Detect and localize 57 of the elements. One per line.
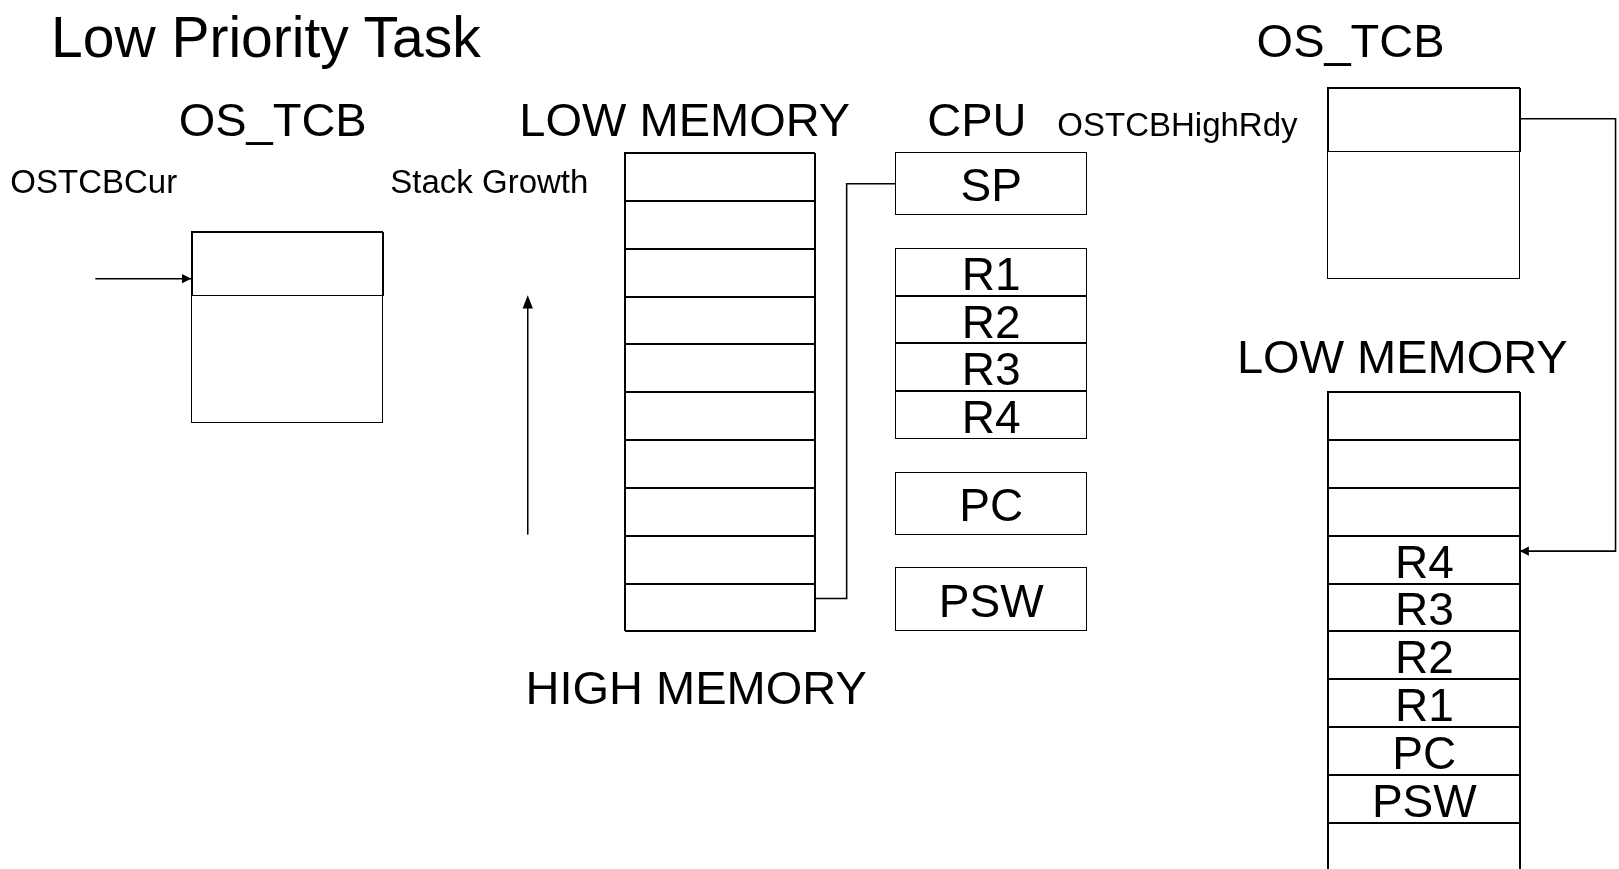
memory-cell — [624, 200, 816, 249]
register-box — [895, 343, 1088, 392]
register-box — [1327, 726, 1521, 775]
diagram-title: Low Priority Task — [51, 4, 481, 71]
memory-cell — [624, 488, 816, 537]
memory-block — [1326, 86, 1520, 279]
arrow — [94, 274, 193, 284]
register-label: R3 — [1394, 582, 1454, 633]
register-box — [1327, 679, 1521, 727]
connector-line — [813, 182, 896, 600]
text-label: HIGH MEMORY — [525, 659, 867, 716]
text-label: OSTCBHighRdy — [1057, 105, 1298, 146]
register-box — [895, 471, 1088, 535]
memory-cell — [624, 248, 816, 297]
memory-cell — [1327, 440, 1521, 488]
register-box — [1327, 774, 1521, 823]
register-box — [895, 247, 1088, 296]
memory-cell — [624, 296, 816, 345]
register-box — [1327, 583, 1521, 632]
memory-cell — [624, 392, 816, 441]
memory-cell — [624, 152, 816, 201]
register-label: R3 — [961, 342, 1021, 393]
memory-cell — [624, 536, 816, 584]
arrow — [1518, 117, 1617, 556]
memory-cell — [624, 440, 816, 489]
register-box — [895, 391, 1088, 439]
memory-block — [1326, 391, 1520, 869]
memory-cell — [1327, 392, 1521, 441]
memory-cell — [624, 583, 816, 632]
memory-cell — [624, 344, 816, 393]
register-label: R2 — [1394, 630, 1454, 681]
register-label: PSW — [1371, 773, 1477, 824]
memory-cell — [1327, 87, 1521, 152]
text-label: LOW MEMORY — [519, 91, 851, 148]
memory-block — [623, 151, 815, 631]
register-box — [895, 295, 1088, 344]
register-box — [895, 566, 1088, 631]
register-label: PSW — [938, 573, 1044, 624]
register-label: R2 — [961, 294, 1021, 345]
memory-cell — [1327, 487, 1521, 536]
register-box — [1327, 631, 1521, 680]
register-label: PC — [959, 478, 1024, 529]
text-label: OSTCBCur — [10, 162, 178, 203]
register-label: R4 — [1394, 534, 1454, 585]
memory-cell — [192, 232, 385, 297]
register-label: SP — [960, 158, 1022, 209]
memory-block — [191, 231, 384, 424]
register-label: R1 — [961, 246, 1021, 297]
memory-cell — [1327, 822, 1521, 869]
text-label: CPU — [927, 91, 1027, 148]
text-label: OS_TCB — [1256, 13, 1445, 70]
register-label: R4 — [961, 390, 1021, 441]
register-box — [1327, 535, 1521, 584]
text-label: LOW MEMORY — [1236, 329, 1568, 386]
text-label: OS_TCB — [178, 91, 367, 148]
register-box — [895, 151, 1088, 215]
text-label: Stack Growth — [390, 162, 589, 203]
